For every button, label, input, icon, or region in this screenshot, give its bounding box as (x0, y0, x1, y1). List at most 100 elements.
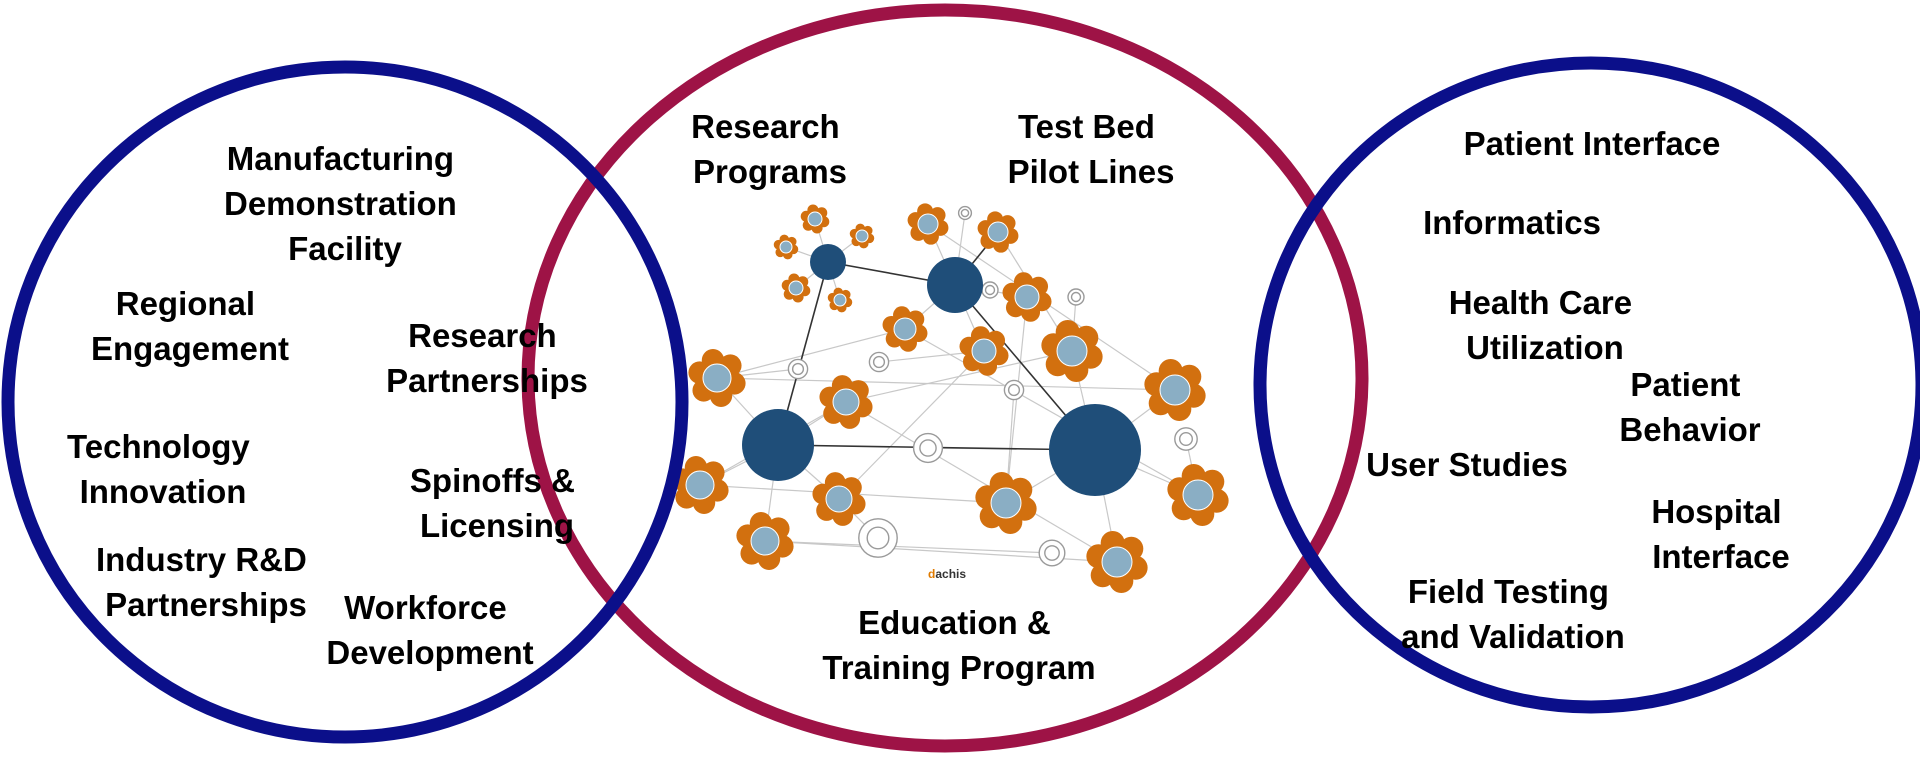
label-line: Development (326, 634, 533, 671)
network-edge (1005, 296, 1028, 504)
network-node (1056, 335, 1088, 367)
network-node (702, 363, 732, 393)
network-ring (1003, 379, 1025, 401)
network-node (685, 470, 715, 500)
network-hub (810, 244, 846, 280)
label-line: Partnerships (105, 586, 307, 623)
label-line: Engagement (91, 330, 289, 367)
network-ring (1067, 288, 1085, 306)
label-hospital-interface: Hospital Interface (1651, 493, 1790, 575)
label-line: Research (691, 108, 840, 145)
network-ring (912, 432, 944, 464)
label-health-care-utilization: Health Care Utilization (1449, 284, 1642, 366)
network-ring (1178, 432, 1193, 447)
network-node (917, 213, 939, 235)
network-ring (868, 351, 890, 373)
network-brand-logo: dachis (928, 567, 966, 581)
label-line: Programs (693, 153, 847, 190)
label-regional-engagement: Regional Engagement (91, 285, 289, 367)
network-ring (984, 284, 996, 296)
network-node (990, 487, 1022, 519)
label-line: User Studies (1366, 446, 1568, 483)
label-line: Spinoffs & (410, 462, 575, 499)
label-line: Research (408, 317, 557, 354)
label-line: Licensing (420, 507, 574, 544)
network-ring (787, 358, 809, 380)
label-line: Field Testing (1408, 573, 1609, 610)
label-line: Test Bed (1018, 108, 1155, 145)
label-technology-innovation: Technology Innovation (67, 428, 259, 510)
label-manufacturing-facility: Manufacturing Demonstration Facility (224, 140, 466, 267)
label-patient-behavior: Patient Behavior (1619, 366, 1760, 448)
label-line: Industry R&D (96, 541, 307, 578)
network-ring (960, 208, 970, 218)
network-node (779, 240, 793, 254)
network-node (825, 485, 853, 513)
left-circle (1, 60, 689, 744)
network-edge (927, 223, 1176, 391)
network-edge (716, 328, 906, 379)
network-node (807, 211, 823, 227)
network-hub (927, 257, 983, 313)
label-test-bed-pilot-lines: Test Bed Pilot Lines (1008, 108, 1175, 190)
label-informatics: Informatics (1423, 204, 1601, 241)
network-ring (1007, 383, 1021, 397)
network-node (893, 317, 917, 341)
network-node (1159, 374, 1191, 406)
network-edge (845, 401, 1118, 563)
label-line: Informatics (1423, 204, 1601, 241)
label-research-programs: Research Programs (691, 108, 849, 190)
label-line: and Validation (1401, 618, 1625, 655)
network-node (987, 221, 1009, 243)
network-node (1101, 546, 1133, 578)
right-circle (1253, 56, 1920, 714)
network-edge (764, 540, 1053, 554)
brand-rest: achis (935, 567, 966, 581)
label-line: Innovation (80, 473, 247, 510)
network-graphic (671, 203, 1229, 594)
label-workforce-development: Workforce Development (326, 589, 533, 671)
label-line: Behavior (1619, 411, 1760, 448)
label-field-testing-validation: Field Testing and Validation (1401, 573, 1625, 655)
network-ring (981, 281, 999, 299)
label-line: Demonstration (224, 185, 457, 222)
label-research-partnerships: Research Partnerships (386, 317, 588, 399)
label-line: Manufacturing (227, 140, 454, 177)
network-node (971, 338, 997, 364)
network-ring (858, 518, 898, 558)
label-line: Regional (116, 285, 255, 322)
label-education-training: Education & Training Program (822, 604, 1095, 686)
label-industry-partnerships: Industry R&D Partnerships (96, 541, 316, 623)
network-ring (872, 355, 886, 369)
label-line: Utilization (1466, 329, 1624, 366)
network-hub (742, 409, 814, 481)
network-node (855, 229, 869, 243)
network-edge (716, 377, 1176, 391)
label-line: Facility (288, 230, 402, 267)
network-ring (1070, 291, 1082, 303)
network-ring (1038, 539, 1066, 567)
network-node (1182, 479, 1214, 511)
label-line: Training Program (822, 649, 1095, 686)
network-ring (957, 205, 973, 221)
network-ring (1174, 427, 1198, 451)
label-line: Patient Interface (1464, 125, 1721, 162)
label-line: Interface (1652, 538, 1790, 575)
network-node (832, 388, 860, 416)
label-patient-interface: Patient Interface (1464, 125, 1721, 162)
network-node (833, 293, 847, 307)
network-edge (838, 350, 985, 500)
label-line: Education & (858, 604, 1051, 641)
network-edge (904, 328, 1199, 496)
label-line: Workforce (344, 589, 507, 626)
label-line: Hospital (1651, 493, 1781, 530)
network-node (1014, 284, 1040, 310)
network-ring (919, 439, 937, 457)
label-line: Health Care (1449, 284, 1632, 321)
label-line: Partnerships (386, 362, 588, 399)
network-hub (1049, 404, 1141, 496)
label-spinoffs-licensing: Spinoffs & Licensing (410, 462, 584, 544)
brand-prefix: d (928, 567, 935, 581)
